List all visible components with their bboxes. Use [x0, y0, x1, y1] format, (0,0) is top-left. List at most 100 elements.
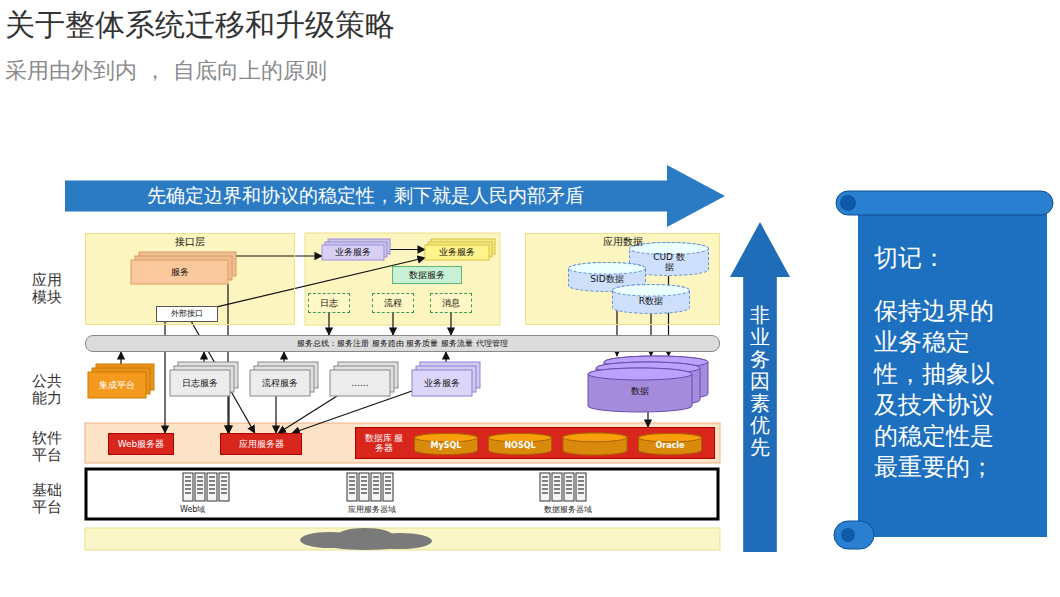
scroll-callout: 切记：保持边界的业务稳定性，抽象以及技术协议的稳定性是最重要的； — [830, 185, 1055, 555]
server-slot — [361, 484, 367, 485]
server-slot — [373, 480, 379, 481]
node-text: 先确定边界和协议的稳定性，剩下就是人民内部矛盾 — [147, 185, 584, 207]
connector-arrow — [120, 352, 121, 364]
server-slot — [373, 484, 379, 485]
server-icons — [183, 473, 586, 501]
module-box: 消息 — [430, 293, 472, 313]
cylinder-body — [613, 285, 690, 314]
node-text: 日志 — [320, 298, 338, 308]
server-slot — [221, 484, 227, 485]
node-text: 流程 — [384, 298, 402, 308]
server-slot — [209, 492, 215, 493]
cylinder-body — [563, 433, 627, 455]
server-slot — [554, 492, 560, 493]
software-band — [85, 423, 720, 463]
business-service: 业务服务 — [322, 239, 390, 260]
label-text: 应用服务器域 — [348, 505, 396, 514]
node-text: 服务总线：服务注册 服务路由 服务质量 服务流量 代理管理 — [297, 339, 507, 348]
cylinder-top — [489, 434, 552, 442]
connector-arrow — [390, 249, 425, 250]
node-text: 应用数据 — [603, 236, 643, 248]
cloud-symbol — [300, 528, 432, 550]
database-cylinder: NOSQL — [488, 433, 552, 455]
connector-arrow — [450, 313, 451, 335]
server-slot — [349, 484, 355, 485]
server-slot — [349, 488, 355, 489]
server-slot — [185, 484, 191, 485]
server-slot — [373, 492, 379, 493]
server-slot — [566, 492, 572, 493]
server-slot — [542, 476, 548, 477]
data-cylinder: R数据 — [612, 284, 690, 314]
arrow-shape — [65, 165, 725, 227]
capability-stack: 业务服务 — [412, 362, 480, 396]
label-text: Web域 — [180, 505, 205, 514]
server-tower — [576, 473, 586, 501]
cloud-part — [325, 538, 405, 550]
scroll-roll — [836, 191, 1053, 215]
node-text: 非业务因素优先 — [750, 304, 770, 458]
server-tower — [540, 473, 550, 501]
server-tower — [371, 473, 381, 501]
server-slot — [209, 476, 215, 477]
module-box: 日志 — [308, 293, 350, 313]
server-slot — [185, 492, 191, 493]
network-band — [85, 528, 720, 550]
server-tower — [195, 473, 205, 501]
service-stack: 服务 — [131, 252, 236, 284]
server-slot — [566, 488, 572, 489]
title-text: 关于整体系统迁移和升级策略 — [5, 8, 395, 43]
server-slot — [197, 492, 203, 493]
layer-panel: 服务外部接口接口层 — [85, 233, 295, 325]
server-box: 应用服务器 — [220, 433, 302, 455]
server-slot — [554, 480, 560, 481]
server-slot — [542, 492, 548, 493]
server-slot — [197, 484, 203, 485]
node-text: 消息 — [442, 298, 460, 308]
server-slot — [209, 480, 215, 481]
server-slot — [578, 492, 584, 493]
cylinder-top — [639, 434, 702, 442]
server-tower — [183, 473, 193, 501]
connector-arrow — [203, 352, 204, 362]
server-slot — [566, 484, 572, 485]
server-slot — [578, 488, 584, 489]
server-tower — [552, 473, 562, 501]
server-slot — [197, 488, 203, 489]
server-slot — [578, 480, 584, 481]
server-slot — [349, 476, 355, 477]
scroll-curl — [841, 528, 855, 542]
server-slot — [385, 492, 391, 493]
connector-arrow — [283, 352, 284, 362]
server-slot — [221, 480, 227, 481]
node-text: R数据 — [639, 296, 663, 306]
server-slot — [554, 488, 560, 489]
server-slot — [349, 480, 355, 481]
server-slot — [185, 488, 191, 489]
server-tower — [564, 473, 574, 501]
cylinder-top — [613, 285, 690, 297]
capability-stack: 流程服务 — [250, 362, 318, 396]
server-slot — [578, 476, 584, 477]
server-slot — [209, 488, 215, 489]
database-cylinder: MySQL — [414, 433, 478, 455]
business-service: 业务服务 — [425, 239, 495, 260]
stack-page — [250, 370, 310, 396]
capability-stack: 日志服务 — [170, 362, 238, 396]
label-text: 基础平台 — [32, 482, 64, 517]
node-text: 保持边界的业务稳定性，抽象以及技术协议的稳定性是最重要的； — [874, 296, 1004, 483]
label-text: 采用由外到内 ， 自底向上的原则 — [5, 58, 327, 83]
panel-fill — [85, 233, 295, 325]
data-store: 数据 — [588, 356, 708, 412]
connector-arrow — [445, 352, 446, 362]
connector-arrow — [236, 255, 322, 256]
server-slot — [373, 488, 379, 489]
stack-page — [412, 370, 472, 396]
server-slot — [542, 484, 548, 485]
server-tower — [383, 473, 393, 501]
server-slot — [385, 476, 391, 477]
database-server: MySQLNOSQLOracle数据库 服务器 — [355, 427, 715, 459]
node-text: NOSQL — [504, 441, 535, 450]
cylinder-body — [588, 368, 692, 412]
server-slot — [385, 484, 391, 485]
